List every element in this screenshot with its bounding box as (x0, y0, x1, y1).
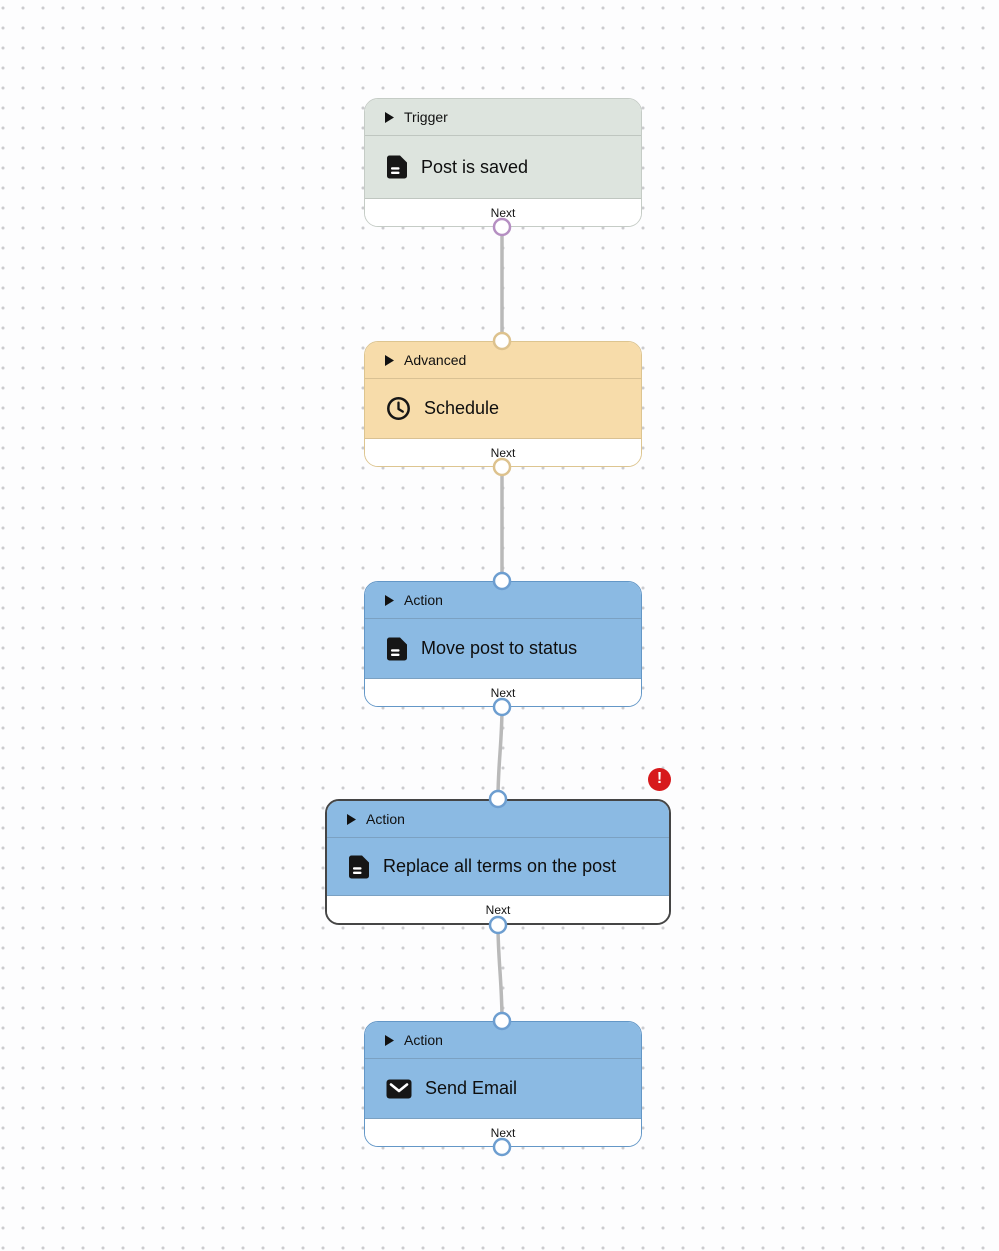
node-trigger-post-is-saved[interactable]: Trigger Post is saved Next (364, 98, 642, 227)
node-body[interactable]: Replace all terms on the post (327, 838, 669, 896)
node-action-send-email[interactable]: Action Send Email Next (364, 1021, 642, 1147)
node-next-slot[interactable]: Next (327, 896, 669, 923)
collapse-triangle-icon (385, 111, 394, 123)
next-label: Next (490, 1125, 516, 1140)
document-icon (386, 155, 408, 179)
next-label: Next (490, 445, 516, 460)
node-category-label: Action (404, 592, 443, 608)
node-header[interactable]: Action (365, 582, 641, 619)
node-header[interactable]: Trigger (365, 99, 641, 136)
envelope-icon (386, 1079, 412, 1099)
collapse-triangle-icon (385, 594, 394, 606)
node-next-slot[interactable]: Next (365, 679, 641, 706)
document-icon (348, 855, 370, 879)
node-title: Post is saved (421, 156, 529, 177)
node-next-slot[interactable]: Next (365, 1119, 641, 1146)
error-badge-icon: ! (648, 768, 671, 791)
node-category-label: Advanced (404, 352, 467, 368)
node-title: Move post to status (421, 638, 578, 658)
node-category-label: Action (366, 811, 405, 827)
node-header[interactable]: Action (327, 801, 669, 838)
node-action-replace-all-terms[interactable]: Action Replace all terms on the post Nex… (325, 799, 671, 925)
document-icon (386, 637, 408, 661)
next-label: Next (485, 902, 511, 917)
node-category-label: Trigger (404, 109, 448, 125)
node-category-label: Action (404, 1032, 443, 1048)
collapse-triangle-icon (385, 354, 394, 366)
node-action-move-post-to-status[interactable]: Action Move post to status Next (364, 581, 642, 707)
node-next-slot[interactable]: Next (365, 199, 641, 226)
next-label: Next (490, 205, 516, 220)
node-header[interactable]: Advanced (365, 342, 641, 379)
collapse-triangle-icon (385, 1034, 394, 1046)
next-label: Next (490, 685, 516, 700)
node-body[interactable]: Move post to status (365, 619, 641, 679)
node-body[interactable]: Schedule (365, 379, 641, 439)
node-body[interactable]: Send Email (365, 1059, 641, 1119)
node-title: Send Email (425, 1078, 518, 1098)
node-header[interactable]: Action (365, 1022, 641, 1059)
node-title: Replace all terms on the post (383, 856, 617, 876)
collapse-triangle-icon (347, 813, 356, 825)
node-body[interactable]: Post is saved (365, 136, 641, 199)
clock-icon (386, 396, 411, 421)
node-title: Schedule (424, 398, 500, 418)
node-next-slot[interactable]: Next (365, 439, 641, 466)
node-advanced-schedule[interactable]: Advanced Schedule Next (364, 341, 642, 467)
